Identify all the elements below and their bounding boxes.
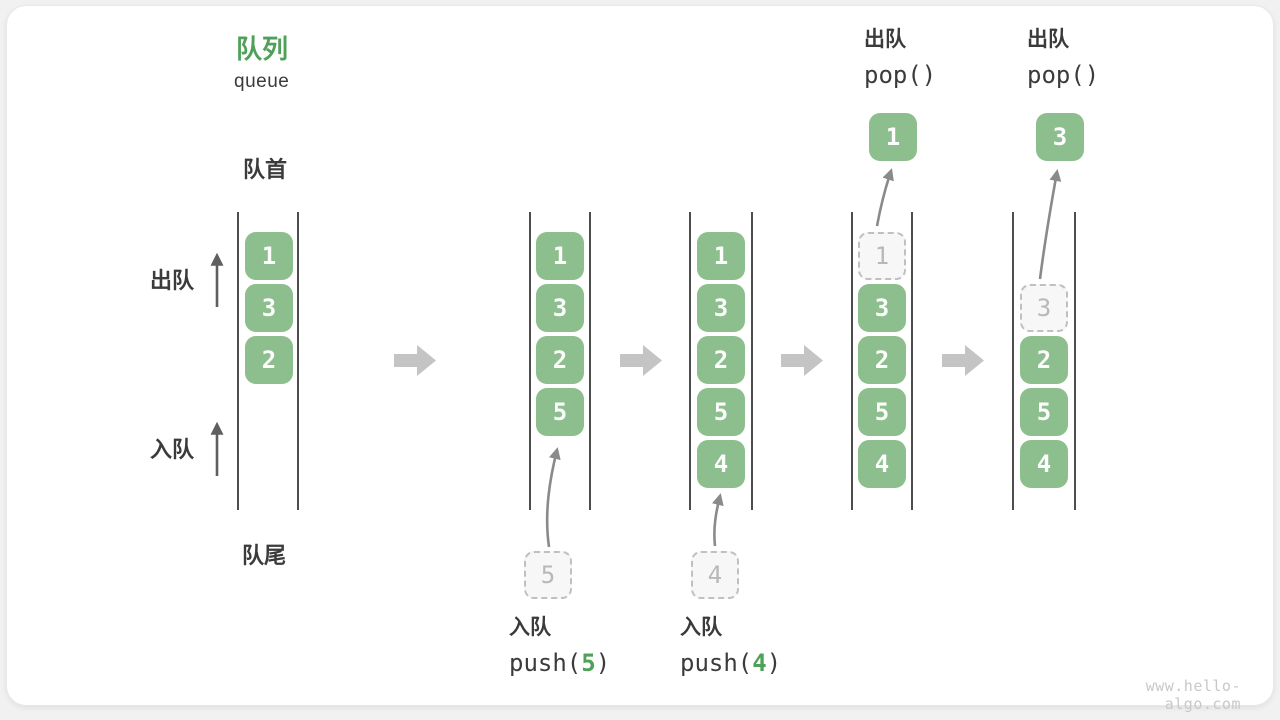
queue-item: 3: [536, 284, 584, 332]
queue-item: 3: [858, 284, 906, 332]
op-pop-name: 出队: [1027, 28, 1069, 51]
queue-wall: [689, 212, 691, 510]
queue-item: 1: [245, 232, 293, 280]
op-push-code: push(4): [680, 649, 782, 677]
queue-wall: [297, 212, 299, 510]
queue-item: 2: [1020, 336, 1068, 384]
queue-front-label: 队首: [243, 157, 288, 182]
popped-item: 1: [869, 113, 917, 161]
popped-item: 3: [1036, 113, 1084, 161]
diagram-title: 队列: [236, 34, 289, 64]
enqueue-input-item: 5: [524, 551, 572, 599]
queue-item: 1: [697, 232, 745, 280]
op-push-label: 入队 push(5): [509, 615, 610, 677]
queue-wall: [1074, 212, 1076, 510]
queue-wall: [751, 212, 753, 510]
op-push-label: 入队 push(4): [680, 615, 781, 677]
queue-wall: [1012, 212, 1014, 510]
enqueue-input-item: 4: [691, 551, 739, 599]
queue-item: 4: [858, 440, 906, 488]
queue-item: 2: [536, 336, 584, 384]
queue-wall: [911, 212, 913, 510]
op-pop-code: pop(): [864, 61, 937, 89]
queue-wall: [529, 212, 531, 510]
dequeue-direction-label: 出队: [150, 268, 195, 293]
diagram-subtitle: queue: [234, 71, 290, 92]
queue-item: 2: [245, 336, 293, 384]
diagram-card: [6, 5, 1274, 706]
op-pop-name: 出队: [864, 28, 906, 51]
queue-wall: [237, 212, 239, 510]
queue-item: 5: [1020, 388, 1068, 436]
queue-item: 2: [858, 336, 906, 384]
queue-item: 4: [697, 440, 745, 488]
op-push-code: push(5): [509, 649, 611, 677]
queue-item: 3: [697, 284, 745, 332]
op-push-name: 入队: [509, 616, 551, 639]
enqueue-direction-label: 入队: [150, 437, 195, 462]
queue-item: 1: [536, 232, 584, 280]
queue-item: 3: [245, 284, 293, 332]
queue-item: 4: [1020, 440, 1068, 488]
op-pop-code: pop(): [1027, 61, 1100, 89]
queue-item: 5: [858, 388, 906, 436]
queue-wall: [851, 212, 853, 510]
op-pop-label: 出队 pop(): [1027, 27, 1099, 89]
watermark: www.hello-algo.com: [1145, 677, 1241, 713]
queue-rear-label: 队尾: [242, 543, 287, 568]
queue-item: 5: [536, 388, 584, 436]
queue-item-dashed: 3: [1020, 284, 1068, 332]
queue-item-dashed: 1: [858, 232, 906, 280]
queue-wall: [589, 212, 591, 510]
queue-item: 5: [697, 388, 745, 436]
op-pop-label: 出队 pop(): [864, 27, 936, 89]
op-push-name: 入队: [680, 616, 722, 639]
queue-item: 2: [697, 336, 745, 384]
